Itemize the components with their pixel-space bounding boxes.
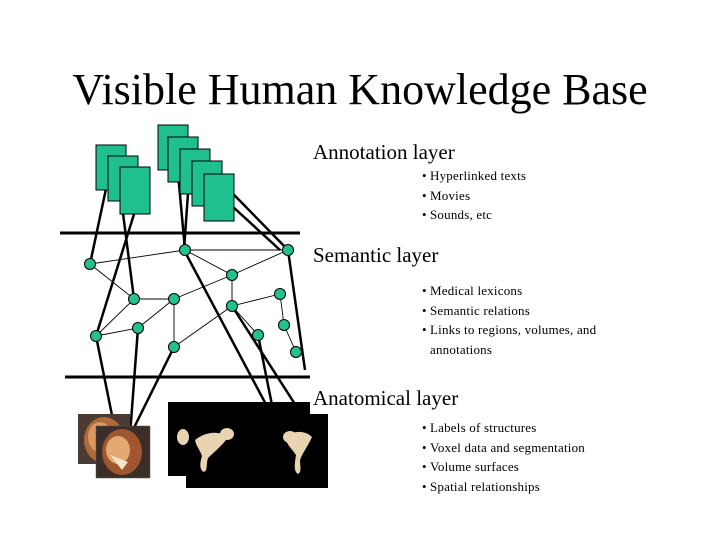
anatomical-item: Labels of structures xyxy=(422,418,585,438)
semantic-item: Semantic relations xyxy=(422,301,652,321)
semantic-layer-items: Medical lexicons Semantic relations Link… xyxy=(422,281,652,359)
anatomical-layer-title: Anatomical layer xyxy=(313,386,459,410)
annotation-layer-title: Annotation layer xyxy=(313,140,455,164)
slide-title: Visible Human Knowledge Base xyxy=(72,65,648,114)
annotation-item: Sounds, etc xyxy=(422,205,526,225)
annotation-layer-items: Hyperlinked texts Movies Sounds, etc xyxy=(422,166,526,225)
head-scan-images xyxy=(78,414,151,479)
anatomical-layer-items: Labels of structures Voxel data and segm… xyxy=(422,418,585,496)
annotation-documents xyxy=(95,124,235,222)
semantic-layer-title: Semantic layer xyxy=(313,243,439,267)
semantic-item: Links to regions, volumes, and annotatio… xyxy=(422,320,652,359)
semantic-item: Medical lexicons xyxy=(422,281,652,301)
anatomical-item: Voxel data and segmentation xyxy=(422,438,585,458)
annotation-item: Movies xyxy=(422,186,526,206)
anatomical-item: Volume surfaces xyxy=(422,457,585,477)
anatomical-item: Spatial relationships xyxy=(422,477,585,497)
semantic-nodes xyxy=(84,244,302,358)
annotation-item: Hyperlinked texts xyxy=(422,166,526,186)
femur-images xyxy=(168,402,328,488)
